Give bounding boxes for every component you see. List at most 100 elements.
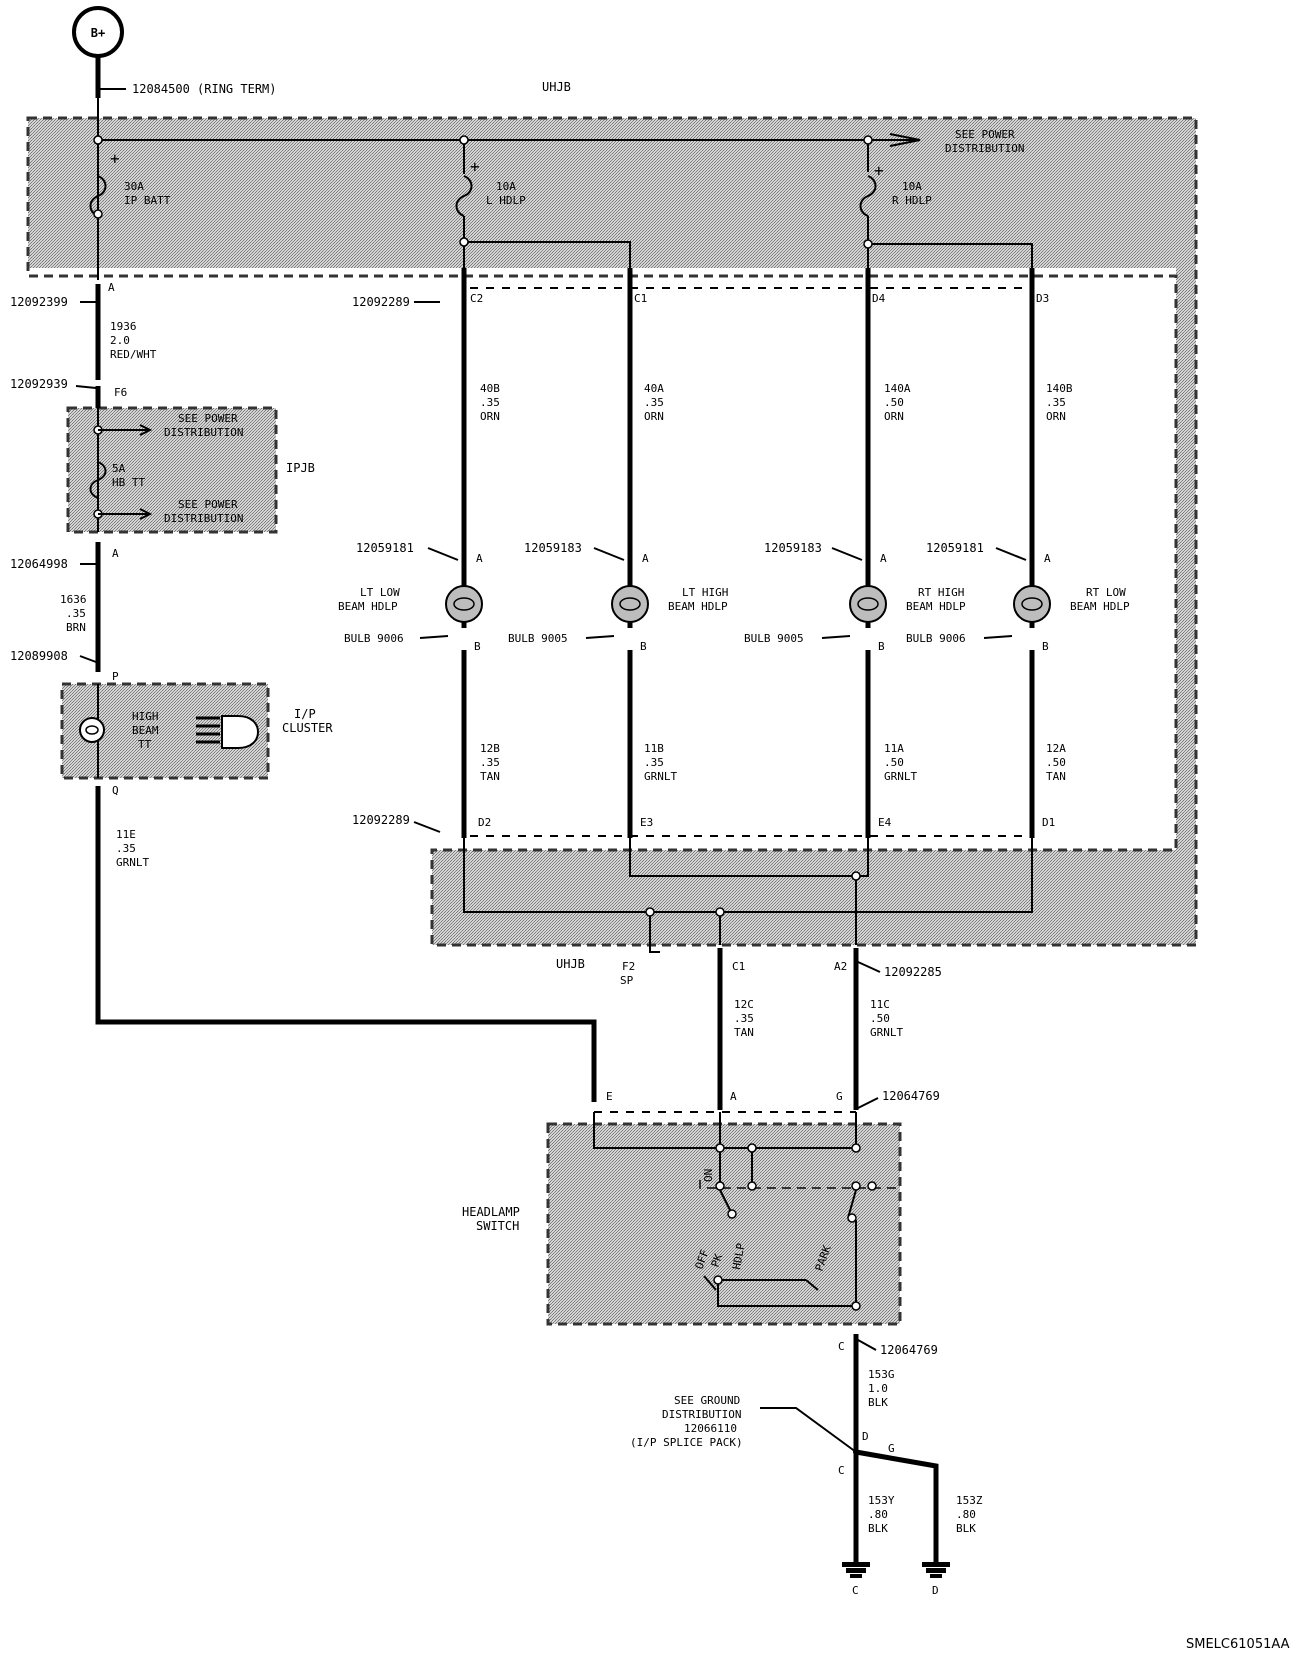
- pin-a-ipjb-out: A: [112, 547, 119, 560]
- svg-text:BULB 9006: BULB 9006: [344, 632, 404, 645]
- ground-c-icon: [842, 1562, 870, 1578]
- svg-text:12059183: 12059183: [524, 541, 582, 555]
- pin-p: P: [112, 670, 119, 683]
- uhjb-bus-splices: [93, 135, 873, 249]
- switch-pin-c: C: [838, 1340, 845, 1353]
- fuse-l-hdlp: +: [455, 157, 480, 217]
- svg-text:BULB 9005: BULB 9005: [744, 632, 804, 645]
- pin-a2: A2: [834, 960, 847, 973]
- bottom-conn-part: 12092289: [352, 813, 410, 827]
- svg-text:B: B: [878, 640, 885, 653]
- ipjb-label: IPJB: [286, 461, 315, 475]
- svg-text:12059181: 12059181: [926, 541, 984, 555]
- conn-12064998: 12064998: [10, 557, 68, 571]
- fuse-r-hdlp: +: [859, 161, 884, 217]
- ground-d-icon: [922, 1562, 950, 1578]
- switch-pos-hdlp: HDLP: [730, 1242, 747, 1271]
- switch-pos-on: ON: [702, 1169, 715, 1182]
- ground-splice: [853, 1449, 859, 1455]
- svg-text:B: B: [1042, 640, 1049, 653]
- high-beam-tt-lamp: [79, 717, 105, 743]
- switch-pin-g: G: [836, 1090, 843, 1103]
- svg-text:B: B: [640, 640, 647, 653]
- switch-pin-e: E: [606, 1090, 613, 1103]
- pin-c1-top: C1: [634, 292, 647, 305]
- conn-12092939: 12092939: [10, 377, 68, 391]
- conn-12089908: 12089908: [10, 649, 68, 663]
- svg-text:B: B: [474, 640, 481, 653]
- switch-pos-pk: PK: [709, 1252, 726, 1269]
- ipjb-internals: [89, 424, 153, 520]
- pin-d2: D2: [478, 816, 491, 829]
- svg-text:+: +: [470, 157, 480, 176]
- pin-c1-out: C1: [732, 960, 745, 973]
- ipjb-box: [66, 406, 278, 534]
- pin-e4: E4: [878, 816, 892, 829]
- uhjb-lower-internals: [463, 838, 1033, 945]
- battery-terminal-part: 12084500 (RING TERM): [132, 82, 277, 96]
- svg-text:+: +: [110, 149, 120, 168]
- svg-text:BULB 9006: BULB 9006: [906, 632, 966, 645]
- switch-conn-top: 12064769: [882, 1089, 940, 1103]
- svg-text:12059181: 12059181: [356, 541, 414, 555]
- uhjb-box: [26, 116, 1198, 947]
- switch-conn-bottom: 12064769: [880, 1343, 938, 1357]
- high-beam-indicator-icon: [196, 715, 260, 749]
- top-conn-part: 12092289: [352, 295, 410, 309]
- pin-f6: F6: [114, 386, 127, 399]
- svg-text:BULB 9005: BULB 9005: [508, 632, 568, 645]
- pin-d4: D4: [872, 292, 886, 305]
- uhjb-label: UHJB: [542, 80, 571, 94]
- svg-text:A: A: [880, 552, 887, 565]
- battery-terminal: B+: [72, 6, 124, 58]
- svg-text:+: +: [874, 161, 884, 180]
- fuse-ip-batt: +: [89, 149, 120, 217]
- pin-a-ipjb-feed: A: [108, 281, 115, 294]
- headlamp-switch-internals: [593, 1112, 900, 1311]
- figure-id: SMELC61051AA: [1186, 1637, 1290, 1652]
- ground-pin-d: D: [862, 1430, 869, 1443]
- svg-text:A: A: [1044, 552, 1051, 565]
- conn-12092399: 12092399: [10, 295, 68, 309]
- ground-pin-c: C: [838, 1464, 845, 1477]
- pin-e3: E3: [640, 816, 653, 829]
- headlamp-circuit-wires: [461, 268, 1035, 838]
- uhjb-bottom-label: UHJB: [556, 957, 585, 971]
- headlamp-switch-box: [546, 1122, 902, 1326]
- pin-d1: D1: [1042, 816, 1055, 829]
- pin-q: Q: [112, 784, 119, 797]
